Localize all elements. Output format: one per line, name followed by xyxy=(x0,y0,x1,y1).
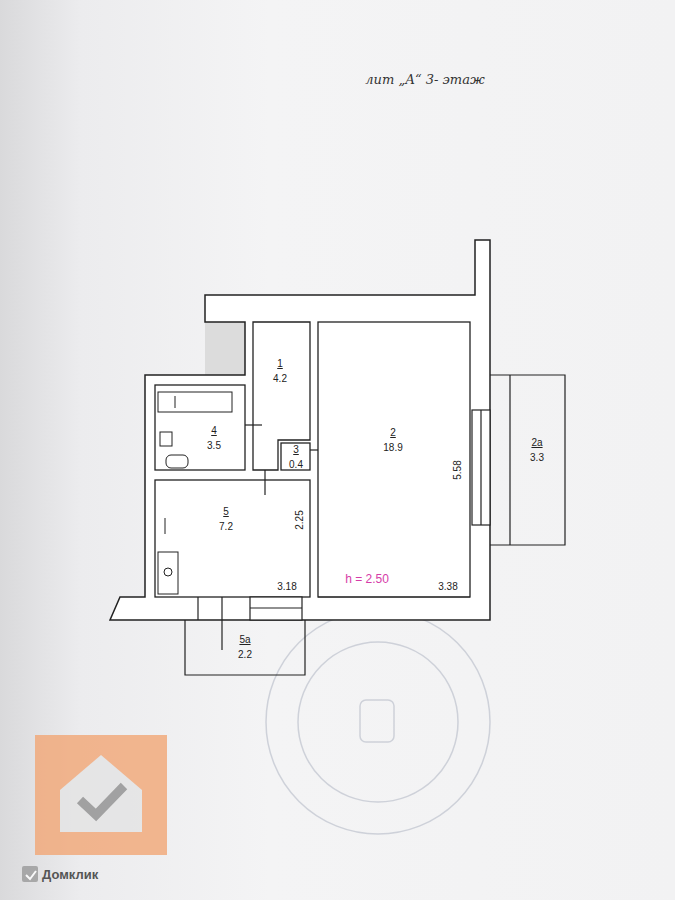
room-number: 4 xyxy=(211,423,217,438)
room-area: 4.2 xyxy=(273,371,287,386)
room-label: 57.2 xyxy=(217,503,235,535)
room-label: 2а3.3 xyxy=(528,434,546,466)
room-number: 2а xyxy=(531,435,542,450)
room-outline xyxy=(318,322,470,597)
room-outline xyxy=(253,322,310,470)
dimension: 5.58 xyxy=(452,460,464,479)
room-label: 218.9 xyxy=(381,424,404,456)
ceiling-height: h = 2.50 xyxy=(345,572,389,586)
room-number: 3 xyxy=(293,442,299,457)
stamp xyxy=(266,610,490,834)
room-outline xyxy=(155,385,245,470)
dimension: 3.18 xyxy=(277,581,296,593)
room-area: 3.5 xyxy=(207,438,221,453)
outer-wall xyxy=(110,240,490,620)
plan-title: лит „А“ 3- этаж xyxy=(365,72,484,88)
room-area: 0.4 xyxy=(289,457,303,472)
room-label: 43.5 xyxy=(205,422,223,454)
room-number: 1 xyxy=(277,356,283,371)
room-label: 30.4 xyxy=(287,441,305,473)
watermark: Домклик xyxy=(42,867,98,883)
room-number: 5а xyxy=(239,632,250,647)
room-area: 2.2 xyxy=(238,647,252,662)
room-area: 7.2 xyxy=(219,519,233,534)
dimension: 3.38 xyxy=(438,581,457,593)
room-outline xyxy=(155,480,310,597)
balcony xyxy=(490,375,565,545)
balcony xyxy=(185,620,305,675)
room-area: 18.9 xyxy=(383,440,402,455)
room-number: 2 xyxy=(390,425,396,440)
room-label: 14.2 xyxy=(271,355,289,387)
room-label: 5а2.2 xyxy=(236,631,254,663)
dimension: 2.25 xyxy=(294,510,306,529)
hatch xyxy=(205,322,245,375)
room-number: 5 xyxy=(223,504,229,519)
logo xyxy=(22,735,167,882)
room-area: 3.3 xyxy=(530,450,544,465)
